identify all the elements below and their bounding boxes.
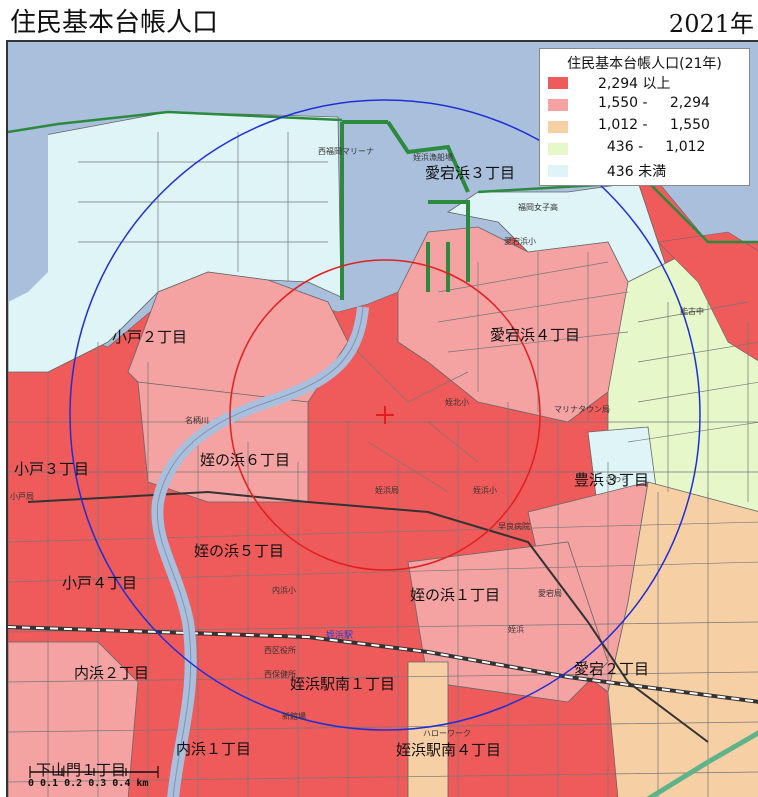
poi-label: 姪浜駅	[326, 629, 353, 640]
poi-label: マリナタウン局	[554, 405, 610, 414]
legend: 住民基本台帳人口(21年) 2,294 以上 1,550 - 2,294 1,0…	[539, 48, 750, 186]
poi-labels: 西福岡マリーナ 姪浜漁船場 福岡女子高 愛宕浜小 能古中 姪北小 名柄川 マリナ…	[10, 147, 704, 738]
legend-item: 436 未満	[546, 161, 746, 181]
poi-label: 愛宕局	[538, 588, 562, 598]
district-tan-south	[407, 661, 449, 797]
poi-label: 福岡女子高	[518, 202, 558, 212]
legend-item: 1,550 - 2,294	[546, 95, 746, 115]
poi-label: 姪浜小	[473, 485, 497, 495]
poi-label: 姪北小	[445, 397, 469, 407]
poi-label: 西保健所	[264, 669, 296, 679]
poi-label: 姪浜	[508, 624, 524, 634]
legend-item: 436 - 1,012	[546, 139, 746, 159]
poi-label: 能古中	[680, 306, 704, 316]
legend-title: 住民基本台帳人口(21年)	[567, 56, 722, 72]
harbor-piers	[340, 120, 470, 300]
poi-label: 早良病院	[498, 521, 530, 531]
map-year: 2021年	[668, 10, 754, 38]
center-marker	[376, 406, 394, 424]
area-label: 小戸４丁目	[62, 575, 137, 592]
area-label: 姪浜駅南１丁目	[290, 676, 395, 693]
area-label: 愛宕浜３丁目	[425, 165, 515, 182]
poi-label: ハローワーク	[423, 729, 471, 738]
legend-label: 2,294 以上	[598, 76, 671, 92]
scale-bar	[29, 766, 159, 778]
area-label: 姪の浜１丁目	[410, 587, 500, 604]
poi-label: 姪浜局	[375, 485, 399, 495]
area-label: 愛宕浜４丁目	[490, 327, 580, 344]
legend-label: 436 未満	[598, 164, 667, 180]
poi-label: 西福岡マリーナ	[318, 147, 374, 156]
street-grid	[8, 132, 758, 797]
legend-item: 2,294 以上	[546, 73, 746, 93]
poi-label: 内浜小	[272, 585, 296, 595]
railway-dash	[8, 626, 758, 703]
expressway	[646, 730, 758, 797]
poi-label: さわら	[605, 475, 629, 484]
legend-item: 1,012 - 1,550	[546, 117, 746, 137]
area-label: 愛宕２丁目	[574, 661, 649, 678]
poi-label: 愛宕浜小	[504, 236, 536, 246]
river-edge	[156, 306, 364, 797]
legend-label: 436 - 1,012	[598, 139, 706, 155]
district-right-red	[657, 231, 758, 362]
scale-label: 0 0.1 0.2 0.3 0.4 km	[28, 778, 149, 789]
boundary-green	[8, 110, 758, 244]
area-label: 内浜１丁目	[176, 741, 251, 758]
area-label: 豊浜３丁目	[574, 472, 649, 489]
area-label: 姪浜駅南４丁目	[396, 742, 501, 759]
poi-label: 新館場	[282, 711, 306, 721]
main-road	[27, 490, 709, 743]
area-label: 姪の浜６丁目	[200, 452, 290, 469]
poi-label: 小戸局	[10, 492, 34, 501]
area-label: 姪の浜５丁目	[194, 543, 284, 560]
poi-label: 姪浜漁船場	[413, 152, 453, 162]
legend-label: 1,550 - 2,294	[598, 95, 710, 111]
legend-swatch	[548, 77, 568, 89]
map-svg: 愛宕浜３丁目 小戸２丁目 愛宕浜４丁目 小戸３丁目 姪の浜６丁目 豊浜３丁目 姪…	[8, 42, 758, 797]
poi-label: 西区役所	[264, 645, 296, 655]
area-label: 内浜２丁目	[74, 665, 149, 682]
legend-swatch	[548, 165, 568, 177]
area-label: 小戸３丁目	[14, 461, 89, 478]
legend-swatch	[548, 99, 568, 111]
legend-swatch	[548, 121, 568, 133]
outer-radius-circle	[69, 99, 701, 731]
legend-label: 1,012 - 1,550	[598, 117, 710, 133]
map-canvas[interactable]: 愛宕浜３丁目 小戸２丁目 愛宕浜４丁目 小戸３丁目 姪の浜６丁目 豊浜３丁目 姪…	[6, 40, 758, 797]
area-label: 下山門１丁目	[36, 762, 126, 779]
inlet-west	[8, 122, 48, 302]
inner-radius-circle	[229, 259, 541, 571]
legend-swatch	[548, 143, 568, 155]
poi-label: 名柄川	[185, 415, 209, 425]
map-title: 住民基本台帳人口	[10, 8, 219, 38]
area-label: 小戸２丁目	[112, 329, 187, 346]
area-labels: 愛宕浜３丁目 小戸２丁目 愛宕浜４丁目 小戸３丁目 姪の浜６丁目 豊浜３丁目 姪…	[14, 165, 649, 779]
